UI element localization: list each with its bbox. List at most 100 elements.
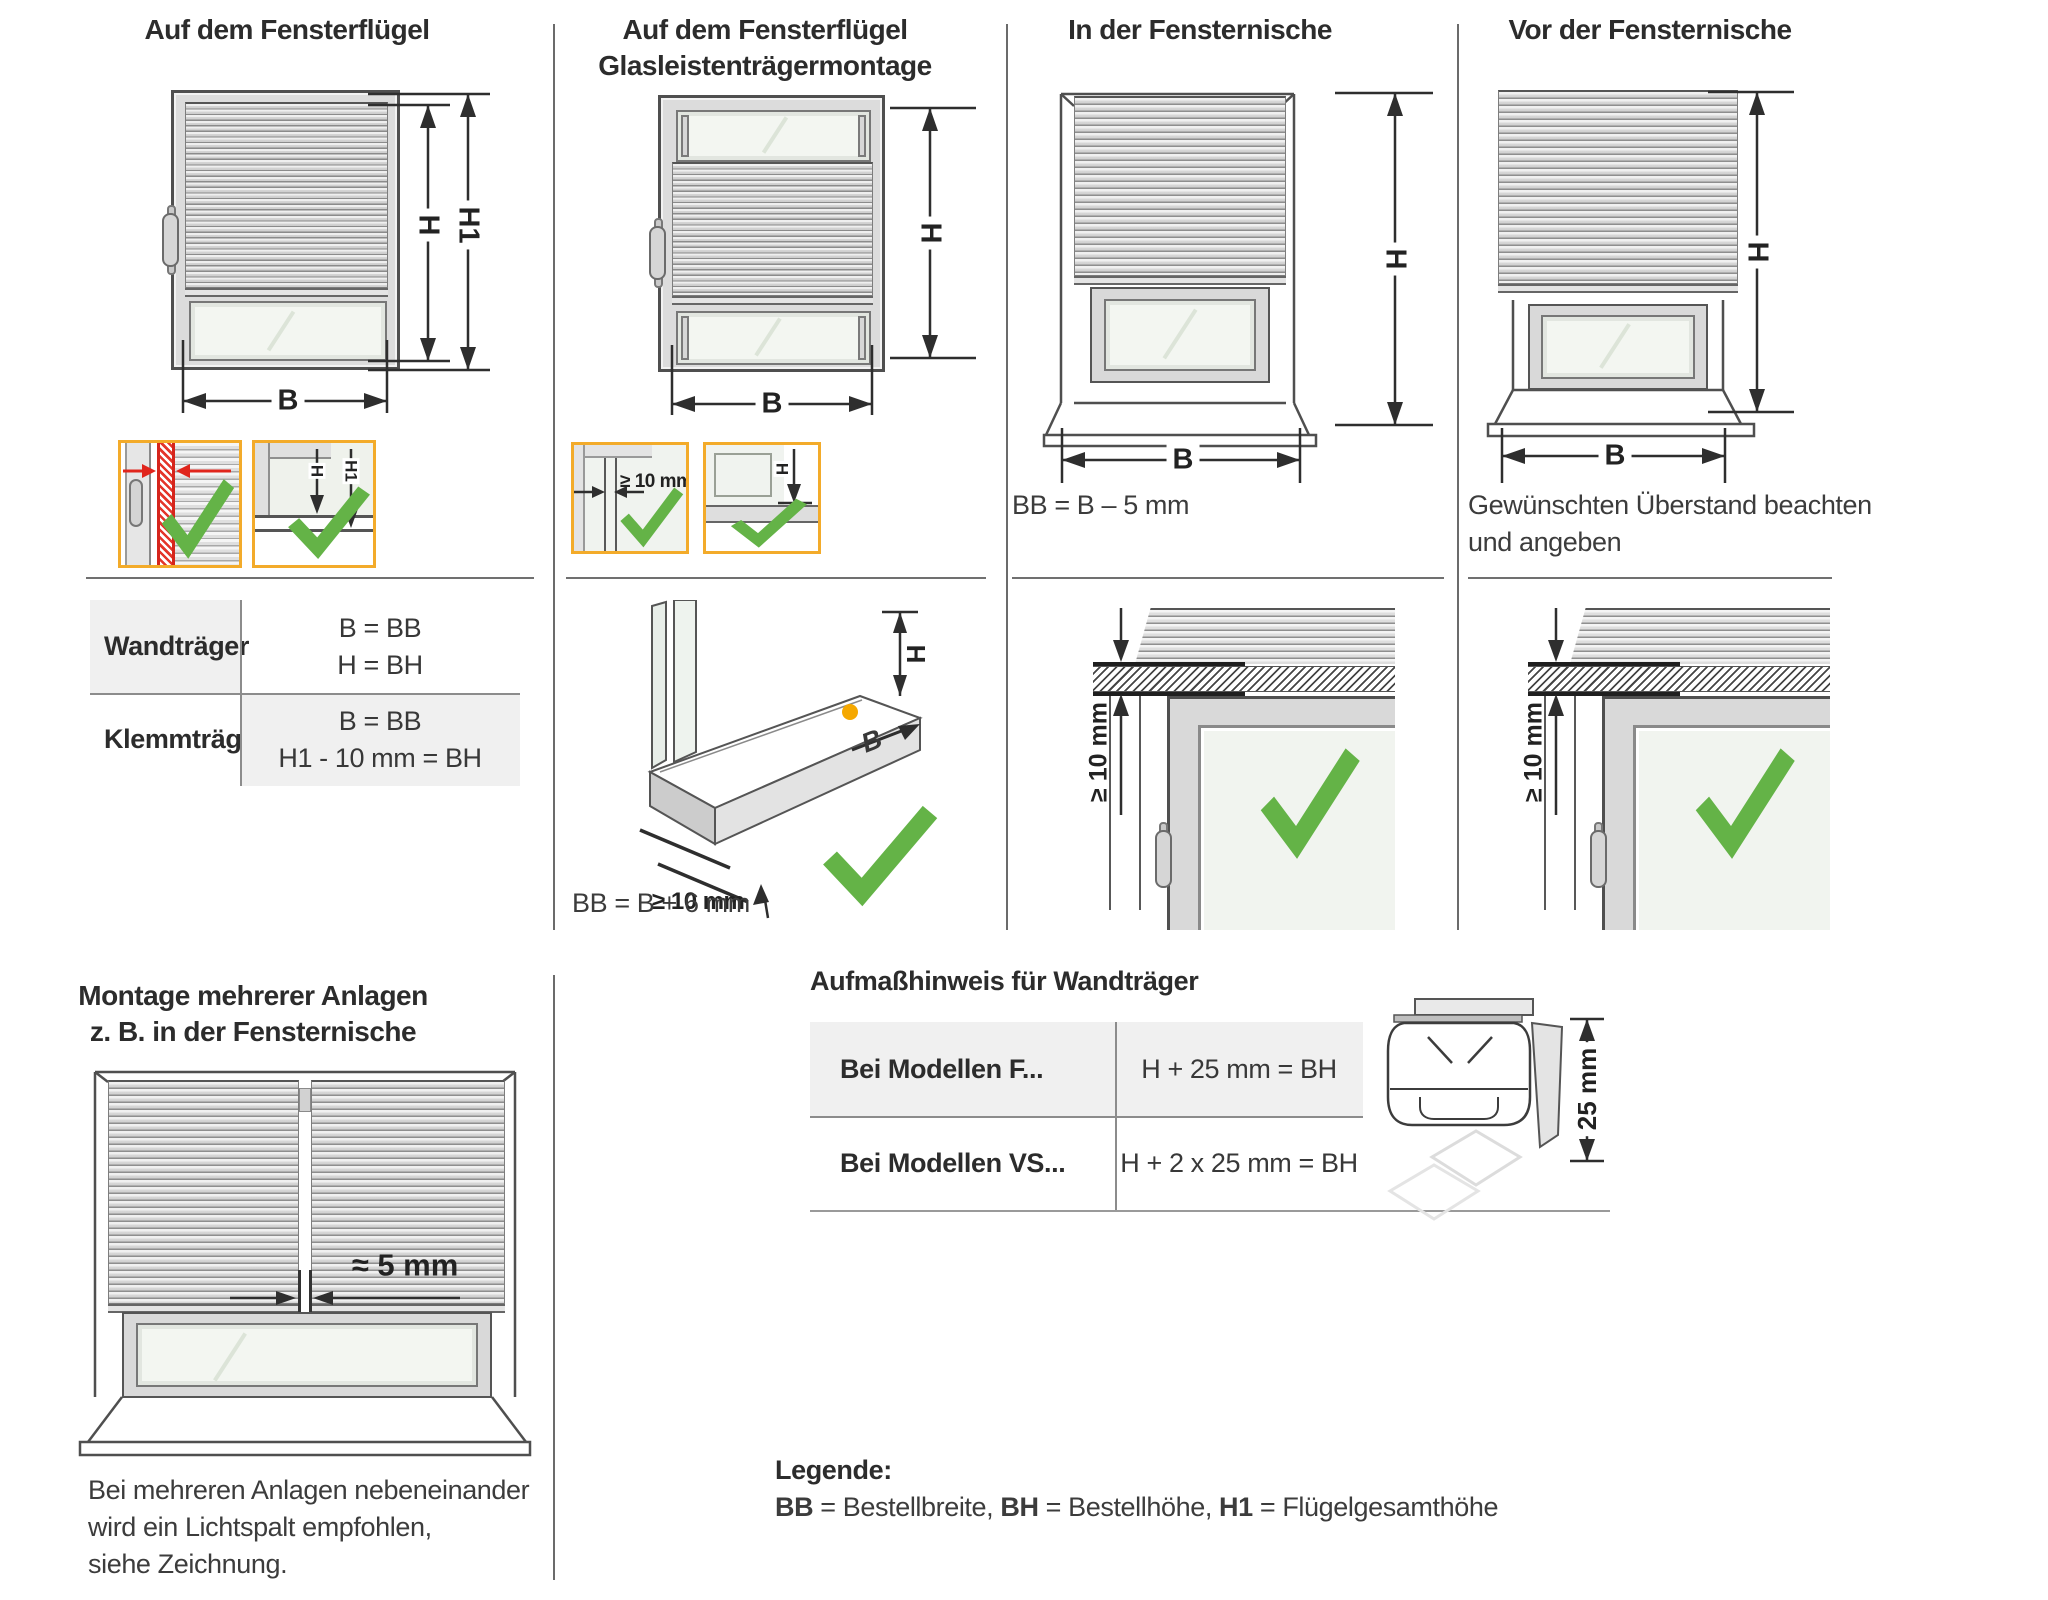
col2-title-line2: Glasleistenträgermontage xyxy=(598,50,932,81)
frame-edge-line xyxy=(255,529,373,532)
col2-title-line1: Auf dem Fensterflügel xyxy=(622,14,908,45)
wall-line xyxy=(1139,696,1141,910)
hatch-border xyxy=(1093,692,1245,696)
frame-top xyxy=(255,443,331,459)
frame-edge xyxy=(125,443,151,565)
dim-label-h: H xyxy=(412,208,445,242)
col1-rule xyxy=(86,577,534,579)
checkmark-icon xyxy=(161,479,235,559)
gap-connector xyxy=(299,1088,311,1112)
legend-line: BB = Bestellbreite, BH = Bestellhöhe, H1… xyxy=(775,1492,1498,1523)
col4-note-line2: und angeben xyxy=(1468,527,1622,557)
gap-edge-line xyxy=(298,1270,301,1350)
legend-term: BB xyxy=(775,1492,814,1522)
col3-dimension-h xyxy=(1335,91,1433,427)
bl-note-line3: siehe Zeichnung. xyxy=(88,1549,288,1579)
pleated-blind xyxy=(1498,90,1738,284)
checkmark-icon xyxy=(1260,748,1360,859)
mini-dim-h1: H1 xyxy=(341,458,361,484)
col2-mount-ok-box-1: ≥ 10 mm xyxy=(571,442,689,554)
profile-dim-label: 25 mm xyxy=(1572,1041,1602,1137)
dim-label-h: H xyxy=(1379,242,1412,276)
window-frame xyxy=(122,1312,492,1398)
mini-dim xyxy=(574,486,644,498)
legend-def: = Bestellbreite, xyxy=(813,1492,1001,1522)
col3-niche-diagram xyxy=(1040,85,1320,450)
frame-left xyxy=(255,443,270,517)
min-gap-label: ≥ 10 mm xyxy=(620,471,689,492)
wing-edge-line xyxy=(255,515,373,518)
blind-bottom-rail xyxy=(1074,276,1286,285)
table-cell-value: B = BB H1 - 10 mm = BH xyxy=(240,693,520,786)
col2-formula: BB = B + 6 mm xyxy=(572,888,750,918)
col1-mount-ok-box-1 xyxy=(118,440,242,568)
col2-rule xyxy=(566,577,986,579)
dim-label-h: H xyxy=(1741,235,1774,269)
table-cell-label: Bei Modellen F... xyxy=(810,1022,1115,1116)
table-cell-label: Wandträger xyxy=(90,600,249,693)
legend-def: = Bestellhöhe, xyxy=(1038,1492,1220,1522)
bl-multi-blind-diagram: ≈ 5 mm xyxy=(60,1060,550,1460)
wall-line xyxy=(1109,696,1111,910)
ceiling-hatch xyxy=(1528,666,1830,692)
col3-detail-diagram: ≥ 10 mm xyxy=(1035,600,1395,930)
wall-line xyxy=(1574,696,1576,910)
dim-label-b: B xyxy=(1598,440,1632,472)
col4-detail-diagram: ≥ 10 mm xyxy=(1470,600,1830,930)
red-arrows-icon xyxy=(123,464,231,478)
gap-dimension xyxy=(230,1291,460,1305)
gap-label: ≈ 5 mm xyxy=(351,1247,459,1283)
glazing-bead xyxy=(858,115,866,157)
pleated-blind xyxy=(185,102,388,288)
bl-note-line1: Bei mehreren Anlagen nebeneinander xyxy=(88,1475,530,1505)
table-cell-value: B = BB H = BH xyxy=(337,612,423,680)
pleated-blind xyxy=(672,162,873,296)
hatch-border xyxy=(1093,662,1245,666)
glass-reflection xyxy=(1162,308,1198,360)
checkmark-icon xyxy=(288,486,370,559)
legend-term: H1 xyxy=(1219,1492,1253,1522)
blind-pleats xyxy=(1570,608,1830,664)
checkmark-icon xyxy=(730,498,808,548)
table-divider xyxy=(90,693,520,695)
dim-label-b: B xyxy=(755,388,789,420)
handle-icon xyxy=(129,479,143,527)
bead-line xyxy=(615,458,617,551)
blind-bottom-rail xyxy=(672,296,873,305)
window-handle-icon xyxy=(1590,830,1607,888)
table-bottom-rule xyxy=(810,1210,1610,1212)
blind-bottom-rail xyxy=(185,288,388,297)
frame-left xyxy=(574,445,585,551)
glass-reflection xyxy=(761,116,789,154)
glazing-bead xyxy=(681,316,689,360)
col1-title: Auf dem Fensterflügel xyxy=(144,14,430,45)
hatch-border xyxy=(1528,662,1680,666)
min-gap-dimension xyxy=(1113,608,1129,815)
ceiling-hatch xyxy=(1093,666,1395,692)
model-table: Bei Modellen F... H + 25 mm = BH Bei Mod… xyxy=(810,1022,1363,1210)
pleated-blind-right xyxy=(311,1080,505,1304)
col3-formula: BB = B – 5 mm xyxy=(1012,490,1190,520)
wall-line xyxy=(1544,696,1546,910)
glass-reflection xyxy=(1599,323,1631,369)
col2-window-diagram xyxy=(649,95,885,372)
table-cell-value: H + 2 x 25 mm = BH xyxy=(1120,1147,1358,1178)
table-cell-label: Bei Modellen VS... xyxy=(840,1147,1066,1178)
perspective-drawing xyxy=(639,599,938,919)
table-cell-value: H + 25 mm = BH xyxy=(1115,1022,1363,1116)
col2-perspective-diagram: H B ≥ 10 mm xyxy=(600,599,960,930)
dim-label-h1: H1 xyxy=(452,200,485,250)
col4-note-line1: Gewünschten Überstand beachten xyxy=(1468,490,1872,520)
col1-window-diagram xyxy=(162,90,400,370)
table-divider xyxy=(810,1116,1363,1118)
blind-pleats xyxy=(1135,608,1395,664)
profile-drawing xyxy=(1386,998,1604,1221)
table-cell-label: Klemmträger xyxy=(104,724,267,754)
window-handle-icon xyxy=(162,213,179,267)
dim-label-b: B xyxy=(1166,444,1200,476)
glass-top xyxy=(676,110,871,162)
glass-pane xyxy=(1541,315,1695,379)
glass-pane xyxy=(1104,299,1256,371)
frame-top xyxy=(574,445,652,458)
